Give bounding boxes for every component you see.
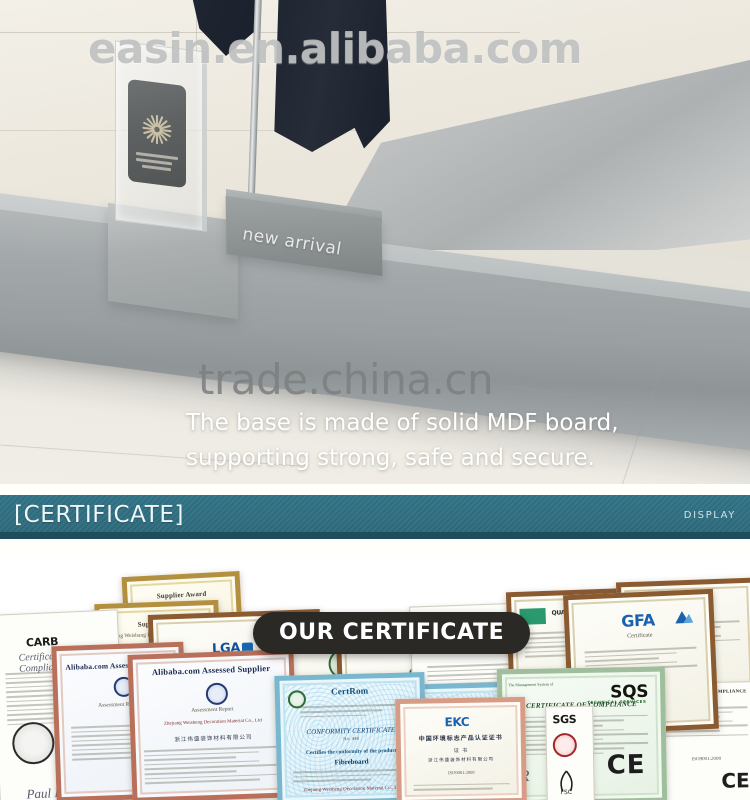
certificate-card[interactable]: GFA Certificate <box>563 588 719 736</box>
carb-seal-icon <box>11 721 56 766</box>
showroom-photo: new arrival easin.en.alibaba.com trade.c… <box>0 0 750 484</box>
certificate-section-banner: [CERTIFICATE] DISPLAY <box>0 495 750 539</box>
ce-mark-icon: CE <box>721 768 750 793</box>
ce-mark-icon: CE <box>606 749 646 781</box>
acrylic-sign-holder <box>115 40 207 232</box>
gfa-logo-mark <box>675 611 694 624</box>
plaque-text-lines <box>136 151 178 175</box>
sunburst-icon <box>142 114 172 145</box>
certificate-standard: ISO9001:2008 <box>691 757 722 763</box>
ekc-logo: EKC <box>444 714 470 730</box>
seal-icon <box>552 732 578 758</box>
dark-plaque <box>128 78 186 189</box>
certificate-card[interactable]: Alibaba.com Assessed Supplier Assessment… <box>127 649 299 800</box>
certificate-card[interactable]: SGS FSC <box>545 705 595 800</box>
photo-banner-gap <box>0 484 750 495</box>
section-subtitle: DISPLAY <box>683 510 736 521</box>
section-title: [CERTIFICATE] <box>14 502 185 528</box>
certificate-card[interactable]: EKC 中国环境标志产品认证证书 证 书 浙江伟盛装饰材料有限公司 ISO900… <box>395 696 527 800</box>
certificate-collage: Supplier Award a certificate Supplier Aw… <box>0 556 750 800</box>
watermark-trade-china: trade.china.cn <box>198 355 494 404</box>
hanging-garment-icon <box>274 0 390 152</box>
our-certificate-badge: OUR CERTIFICATE <box>253 612 531 654</box>
fsc-logo-icon: FSC <box>560 770 573 795</box>
photo-caption: The base is made of solid MDF board, sup… <box>186 410 619 471</box>
svg-text:FSC: FSC <box>561 789 572 795</box>
banner-underline <box>0 532 750 539</box>
our-certificate-label: OUR CERTIFICATE <box>279 620 505 645</box>
wall-seam-vertical <box>196 0 197 60</box>
banner-collage-gap <box>0 539 750 556</box>
gfa-logo: GFA <box>620 610 656 631</box>
sgs-logo: SGS <box>552 712 577 727</box>
watermark-alibaba: easin.en.alibaba.com <box>88 24 582 73</box>
